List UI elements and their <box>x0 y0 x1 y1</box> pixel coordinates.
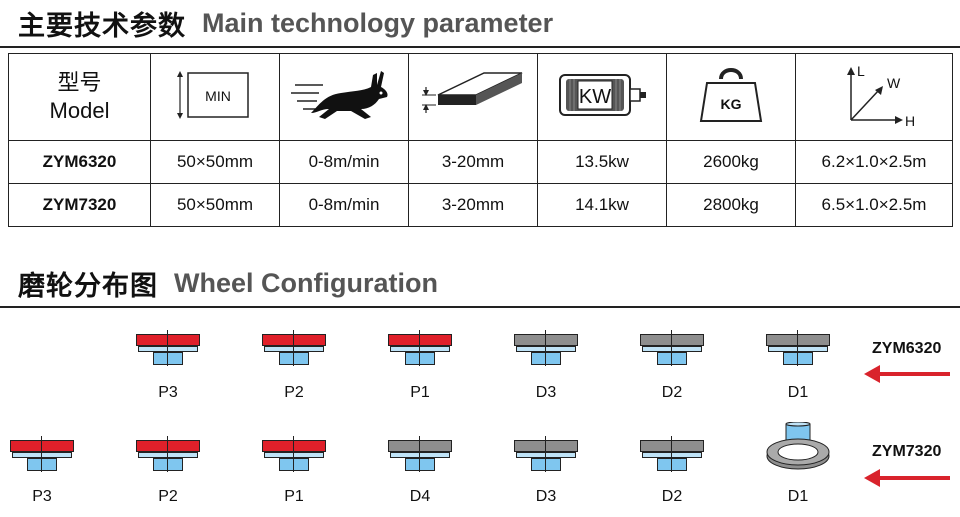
cell-dimensions: 6.2×1.0×2.5m <box>795 140 953 184</box>
weight-kg-icon: KG <box>699 67 763 122</box>
cell-model: ZYM7320 <box>8 183 151 227</box>
cell-weight: 2800kg <box>666 183 796 227</box>
min-size-icon: MIN <box>177 70 249 119</box>
wheel-label: D1 <box>787 488 809 505</box>
glass-thickness-icon <box>422 71 523 113</box>
wheel-label: D3 <box>535 488 557 505</box>
row-model-label: ZYM7320 <box>872 443 942 460</box>
cell-power: 14.1kw <box>537 183 667 227</box>
section-rule <box>0 46 960 48</box>
section-title-en: Wheel Configuration <box>174 267 438 298</box>
axis-l-label: L <box>857 63 865 79</box>
row-model-label: ZYM6320 <box>872 340 942 357</box>
section-title-en: Main technology parameter <box>202 7 554 38</box>
model-label-en: Model <box>49 98 110 123</box>
model-label-cn: 型号 <box>57 71 102 96</box>
min-label: MIN <box>205 88 231 104</box>
cell-thickness: 3-20mm <box>408 140 538 184</box>
section-title-cn: 磨轮分布图 <box>18 270 158 302</box>
polishing-wheel-icon <box>388 330 452 366</box>
kw-label: KW <box>579 86 611 108</box>
cell-min-size: 50×50mm <box>150 183 280 227</box>
section-title-cn: 主要技术参数 <box>18 10 186 42</box>
cell-speed: 0-8m/min <box>279 183 409 227</box>
wheel-label: D4 <box>409 488 431 505</box>
table-row: ZYM6320 50×50mm 0-8m/min 3-20mm 13.5kw 2… <box>8 140 953 184</box>
wheel-label: P2 <box>284 384 304 401</box>
wheel-label: P3 <box>158 384 178 401</box>
diamond-wheel-icon <box>514 330 578 366</box>
rabbit-speed-icon <box>291 70 388 119</box>
cup-wheel-icon <box>763 421 833 472</box>
polishing-wheel-icon <box>10 436 74 472</box>
section-title-parameters: 主要技术参数 Main technology parameter <box>18 7 554 42</box>
diamond-wheel-icon <box>514 436 578 472</box>
axis-h-label: H <box>905 113 915 128</box>
wheel-label: D2 <box>661 384 683 401</box>
wheel-label: P1 <box>410 384 430 401</box>
diamond-wheel-icon <box>388 436 452 472</box>
parameter-table: 型号 Model MIN <box>8 53 953 227</box>
cell-speed: 0-8m/min <box>279 140 409 184</box>
header-model: 型号 Model <box>8 53 151 141</box>
polishing-wheel-icon <box>136 436 200 472</box>
feed-direction-arrow-icon <box>864 365 950 383</box>
kg-label: KG <box>721 96 742 112</box>
diamond-wheel-icon <box>640 436 704 472</box>
header-thickness <box>408 53 538 141</box>
diamond-wheel-icon <box>640 330 704 366</box>
section-title-wheel-config: 磨轮分布图 Wheel Configuration <box>18 267 438 302</box>
cell-weight: 2600kg <box>666 140 796 184</box>
wheel-label: P1 <box>284 488 304 505</box>
wheel-label: D1 <box>787 384 809 401</box>
axes-dimension-icon: L W H <box>847 63 915 129</box>
section-rule <box>0 306 960 308</box>
cell-min-size: 50×50mm <box>150 140 280 184</box>
wheel-label: D3 <box>535 384 557 401</box>
header-min-size: MIN <box>150 53 280 141</box>
polishing-wheel-icon <box>262 436 326 472</box>
cell-model: ZYM6320 <box>8 140 151 184</box>
feed-direction-arrow-icon <box>864 469 950 487</box>
table-header-row: 型号 Model MIN <box>8 53 953 141</box>
diamond-wheel-icon <box>766 330 830 366</box>
wheel-label: P2 <box>158 488 178 505</box>
header-weight: KG <box>666 53 796 141</box>
header-power: KW <box>537 53 667 141</box>
cell-thickness: 3-20mm <box>408 183 538 227</box>
header-speed <box>279 53 409 141</box>
wheel-label: P3 <box>32 488 52 505</box>
polishing-wheel-icon <box>262 330 326 366</box>
wheel-label: D2 <box>661 488 683 505</box>
cell-dimensions: 6.5×1.0×2.5m <box>795 183 953 227</box>
axis-w-label: W <box>887 75 901 91</box>
polishing-wheel-icon <box>136 330 200 366</box>
cell-power: 13.5kw <box>537 140 667 184</box>
header-dimensions: L W H <box>795 53 953 141</box>
motor-kw-icon: KW <box>559 73 646 116</box>
table-row: ZYM7320 50×50mm 0-8m/min 3-20mm 14.1kw 2… <box>8 183 953 227</box>
